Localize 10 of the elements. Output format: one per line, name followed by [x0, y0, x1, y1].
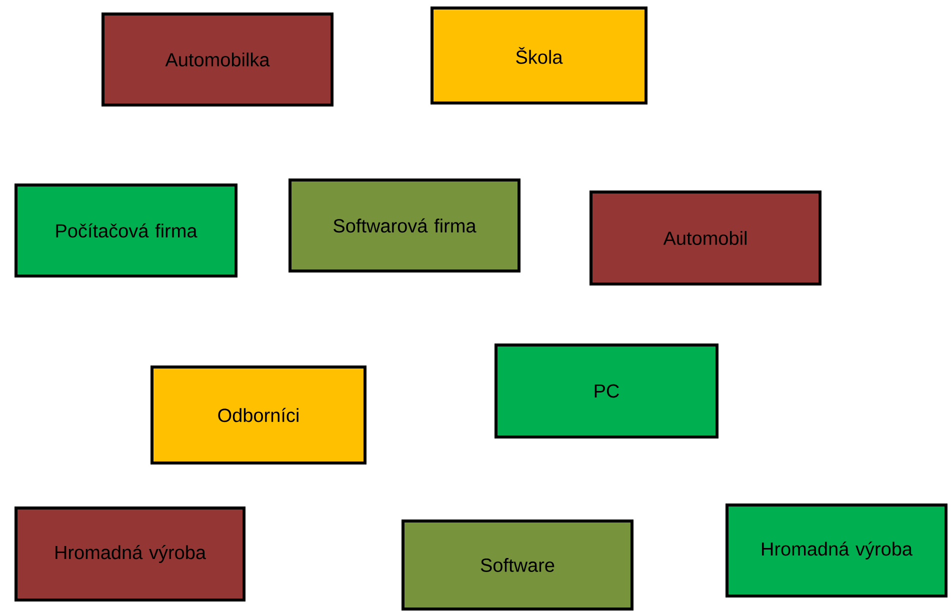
label-box: Software [402, 520, 634, 610]
label-box: Softwarová firma [288, 178, 520, 272]
label-box: Škola [430, 6, 648, 104]
label-box: Odborníci [150, 366, 366, 464]
label-box: Hromadná výroba [726, 504, 948, 598]
label-box: Automobil [590, 190, 822, 286]
label-box: Hromadná výroba [14, 506, 246, 602]
label-box: PC [494, 344, 718, 438]
label-box: Automobilka [102, 12, 334, 106]
label-box: Počítačová firma [14, 184, 238, 278]
